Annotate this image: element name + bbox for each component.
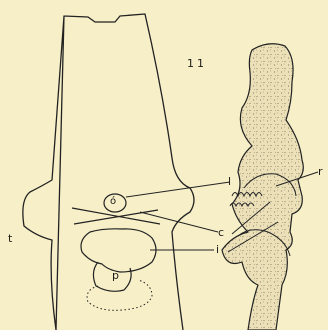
crossing-lines — [72, 208, 160, 224]
label-r: r — [318, 166, 323, 177]
stippled-section — [222, 44, 303, 330]
label-i: i — [216, 244, 219, 255]
body-outline — [23, 14, 194, 330]
figure-number: 11 — [187, 58, 207, 69]
label-t: t — [8, 233, 12, 244]
label-p: p — [112, 270, 119, 281]
label-l: l — [228, 176, 231, 187]
leader-l — [126, 182, 230, 197]
lobe-structure — [81, 229, 156, 272]
label-c: c — [218, 227, 224, 238]
label-ganglion: ó — [110, 197, 116, 207]
dotted-outline — [87, 280, 152, 310]
